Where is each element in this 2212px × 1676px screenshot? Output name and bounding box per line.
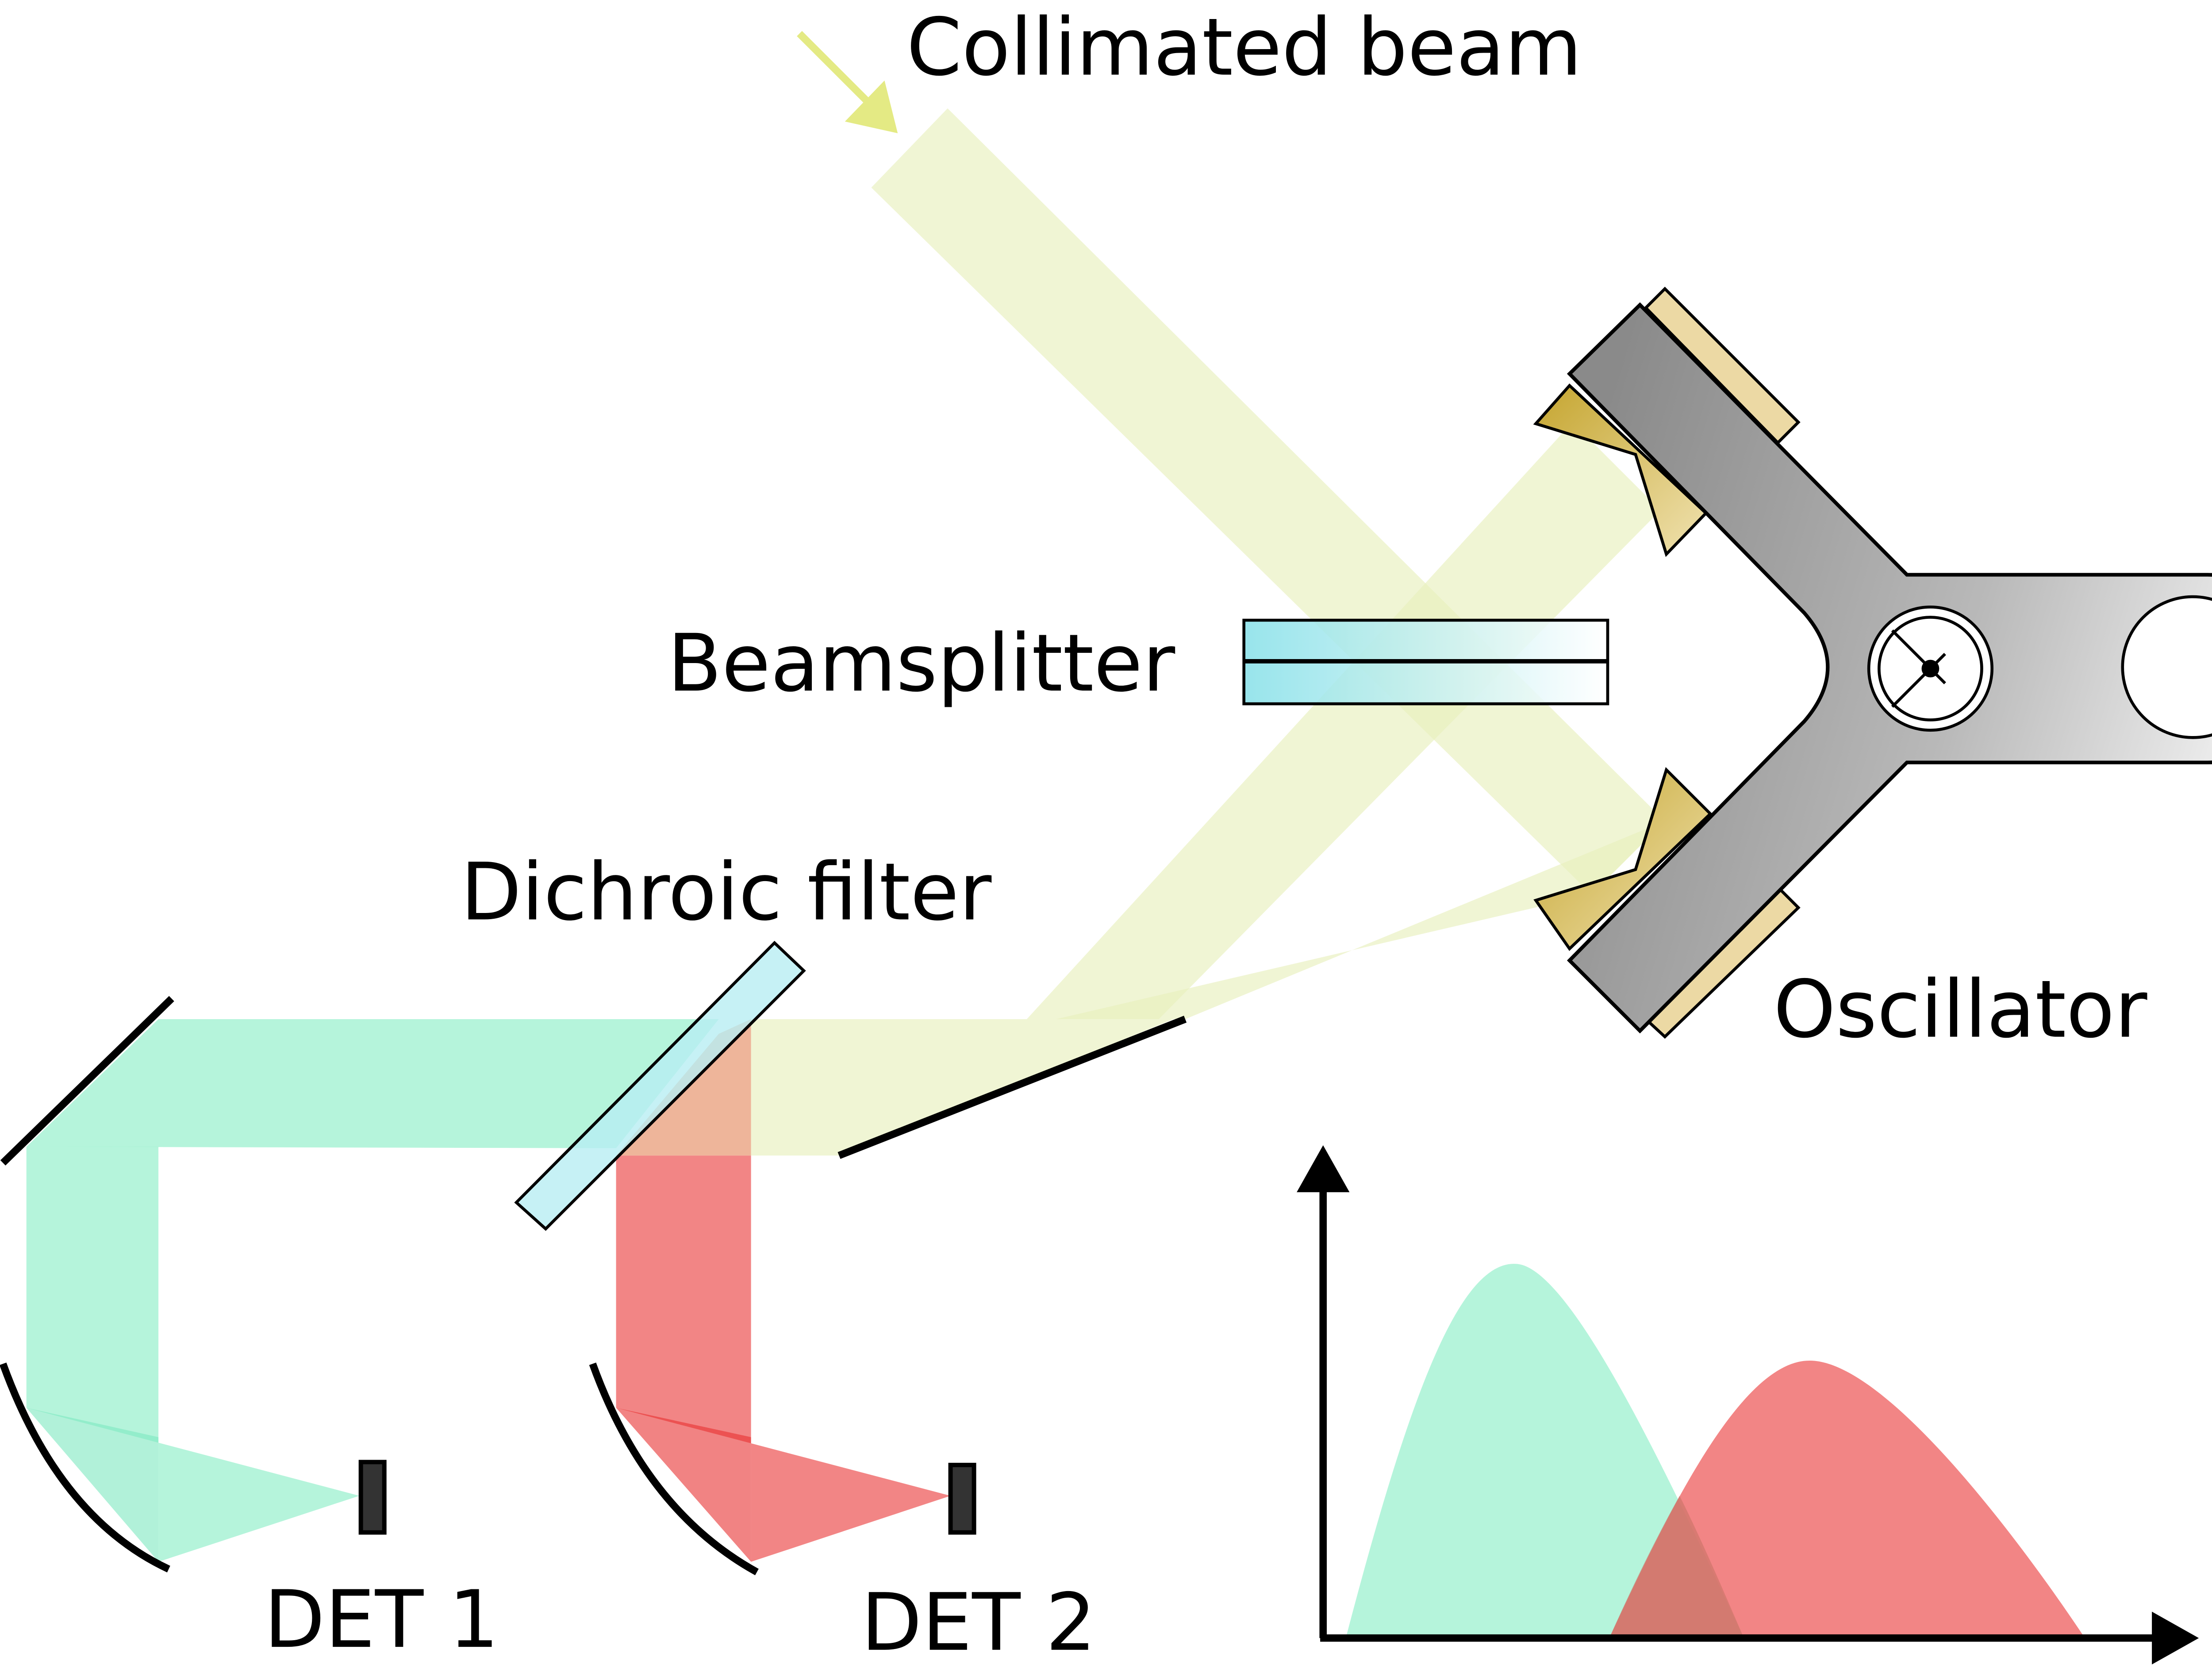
detector-1 (358, 1460, 387, 1535)
detector-2 (948, 1462, 976, 1535)
oscillator (1533, 287, 2212, 1039)
green-vertical (26, 1147, 360, 1562)
curved-mirror-2 (589, 1362, 759, 1576)
label-beamsplitter: Beamsplitter (668, 617, 1175, 710)
red-focus (616, 1408, 751, 1562)
spectrum-plot (1297, 1145, 2199, 1664)
beamsplitter (1242, 618, 1609, 706)
label-det2: DET 2 (861, 1577, 1096, 1669)
flat-mirror-left (0, 996, 174, 1166)
oscillator-hole (2121, 595, 2212, 739)
y-axis-arrow-icon (1297, 1145, 1350, 1193)
green-horizontal (26, 1019, 719, 1148)
label-oscillator: Oscillator (1774, 964, 2147, 1056)
spectrum-overlap (1610, 1496, 1743, 1635)
label-dichroic-filter: Dichroic filter (461, 847, 992, 939)
green-focus (26, 1408, 159, 1562)
flat-mirror-center (837, 1016, 1187, 1159)
pivot-icon (1891, 629, 1946, 708)
red-segment (616, 1155, 951, 1562)
x-axis-arrow-icon (2152, 1611, 2199, 1664)
label-collimated-beam: Collimated beam (906, 2, 1582, 94)
incoming-arrow-icon (797, 31, 898, 134)
green-spectrum (1346, 1264, 1743, 1635)
green-beam (26, 1019, 719, 1562)
dichroic-filter (514, 940, 806, 1231)
return-beam-lower (751, 1019, 1174, 1156)
label-det1: DET 1 (264, 1574, 499, 1666)
return-beam (1026, 422, 1661, 1019)
red-spectrum (1610, 1360, 2083, 1635)
curved-mirror-1 (0, 1362, 170, 1572)
retroreflector-lower (1533, 767, 1713, 951)
retroreflector-upper (1533, 383, 1708, 557)
